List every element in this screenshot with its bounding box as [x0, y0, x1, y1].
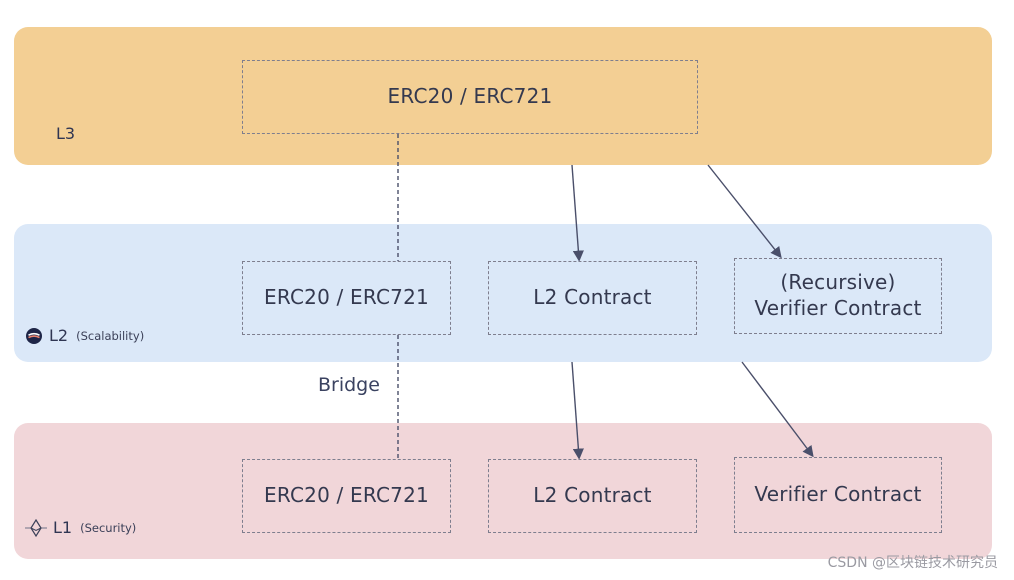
- layer-l2-band: [14, 224, 992, 362]
- layer-l1-sublabel: (Security): [80, 520, 137, 535]
- layer-l1-name: L1: [53, 518, 73, 537]
- layer-l2-sublabel: (Scalability): [76, 328, 145, 343]
- l2-erc-token-box: ERC20 / ERC721: [242, 261, 451, 335]
- ethereum-diamond-icon: [25, 518, 47, 537]
- layer-l3-band: [14, 27, 992, 165]
- l1-contract-box: L2 Contract: [488, 459, 697, 533]
- l1-verifier-box: Verifier Contract: [734, 457, 942, 533]
- layer-l3-name: L3: [56, 124, 76, 143]
- network-logo-icon: [25, 327, 43, 345]
- layer-l1-label: L1 (Security): [25, 518, 136, 537]
- arrow-l2-to-l1-verifier: [741, 361, 814, 458]
- arrow-l3-to-l2-contract: [571, 164, 584, 262]
- l1-erc-token-label: ERC20 / ERC721: [264, 483, 429, 508]
- layer-l1-band: [14, 423, 992, 559]
- l1-erc-token-box: ERC20 / ERC721: [242, 459, 451, 533]
- watermark-text: CSDN @区块链技术研究员: [827, 555, 998, 571]
- bridge-label: Bridge: [318, 374, 380, 396]
- l3-erc-token-box: ERC20 / ERC721: [242, 60, 698, 134]
- l2-verifier-line1: (Recursive): [780, 270, 896, 295]
- layer-l3-label: L3: [56, 124, 75, 143]
- layer-l2-label: L2 (Scalability): [25, 326, 144, 345]
- layer-l2-name: L2: [49, 326, 69, 345]
- l2-contract-label: L2 Contract: [533, 285, 652, 310]
- l2-verifier-line2: Verifier Contract: [754, 296, 922, 320]
- l1-contract-label: L2 Contract: [533, 483, 652, 508]
- l2-erc-token-label: ERC20 / ERC721: [264, 285, 429, 310]
- l2-contract-box: L2 Contract: [488, 261, 697, 335]
- l1-verifier-label: Verifier Contract: [754, 482, 922, 507]
- arrow-l2-to-l1-contract: [571, 361, 584, 460]
- l2-recursive-verifier-box: (Recursive) Verifier Contract: [734, 258, 942, 334]
- l3-erc-token-label: ERC20 / ERC721: [387, 84, 553, 109]
- arrow-l3-to-l2-verifier: [707, 164, 782, 259]
